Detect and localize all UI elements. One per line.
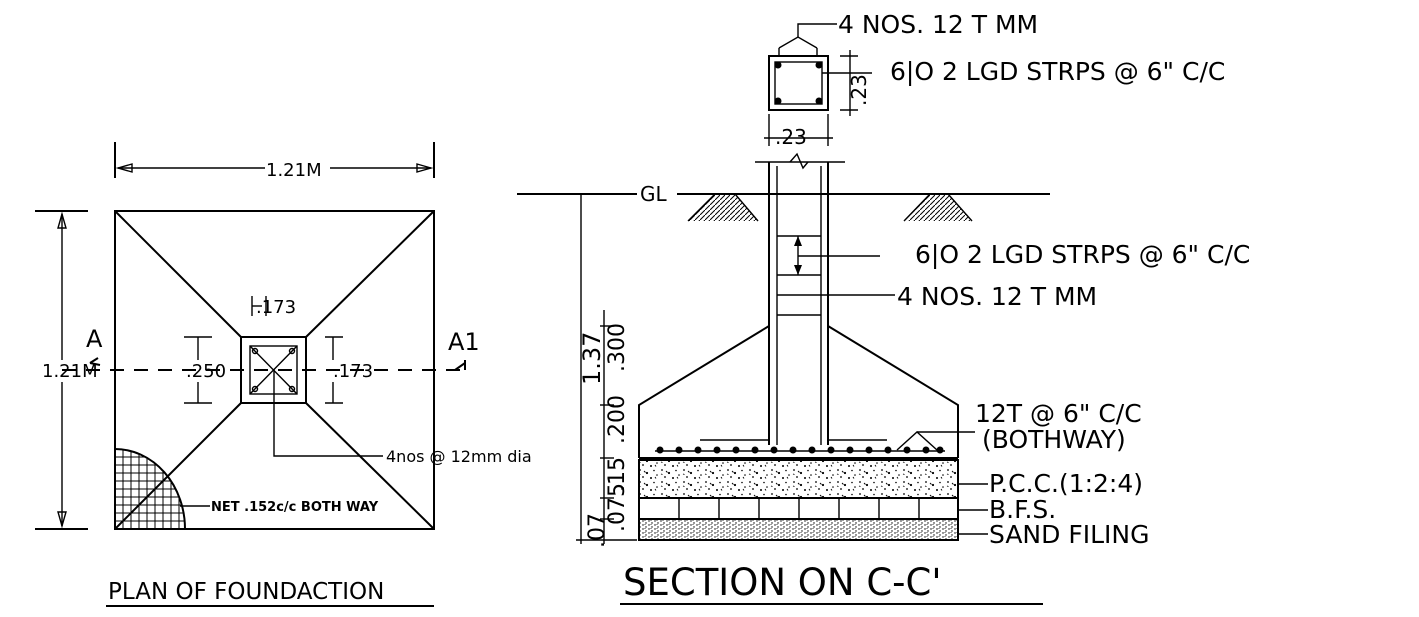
base-bars-note: (BOTHWAY)	[982, 425, 1126, 454]
sand-layer	[638, 518, 959, 541]
plan-height-dim: 1.21M	[42, 361, 98, 382]
pcc-layer	[638, 459, 959, 499]
column-right-dim: .173	[333, 361, 373, 382]
dim-075: .075	[605, 483, 630, 532]
base-bar-dots	[656, 446, 944, 454]
column-stirrups: 6|O 2 LGD STRPS @ 6" C/C	[890, 57, 1225, 86]
section-view: GL 6|O 2 LGD STRPS @ 6" C/C 4 NOS. 12 T …	[517, 152, 1250, 605]
base-bars-label: 12T @ 6" C/C	[975, 399, 1142, 428]
sand-label: SAND FILING	[989, 520, 1149, 549]
column-width-dim: .23	[775, 125, 807, 149]
depth-dim-total: 1.37	[578, 332, 606, 385]
column-cross-section: 4 NOS. 12 T MM 6|O 2 LGD STRPS @ 6" C/C …	[764, 10, 1225, 149]
column-top-dim: .173	[256, 297, 296, 318]
plan-net-note: NET .152c/c BOTH WAY	[211, 500, 379, 515]
column-main-bars: 4 NOS. 12 T MM	[838, 10, 1038, 39]
section-mark-left: A	[86, 325, 103, 353]
column-left-dim: .250	[186, 361, 226, 382]
bfs-label: B.F.S.	[989, 495, 1056, 524]
dim-07: .07	[585, 513, 610, 548]
plan-title: PLAN OF FOUNDACTION	[108, 579, 384, 605]
dim-300: .300	[605, 323, 630, 372]
plan-width-dim: 1.21M	[266, 160, 322, 181]
dim-15: .15	[605, 457, 630, 492]
section-title: SECTION ON C-C'	[623, 561, 942, 604]
section-stirrups: 6|O 2 LGD STRPS @ 6" C/C	[915, 240, 1250, 269]
plan-rebar-note: 4nos @ 12mm dia	[386, 447, 532, 466]
column-depth-dim: .23	[847, 74, 871, 106]
dim-200: .200	[605, 395, 630, 444]
section-main-bars: 4 NOS. 12 T MM	[897, 282, 1097, 311]
footing-trapezoid	[638, 325, 770, 458]
gl-label: GL	[640, 182, 667, 206]
plan-view: A A1 1.21M 1.21M .173 .250 .173 4nos	[35, 142, 532, 607]
pcc-label: P.C.C.(1:2:4)	[989, 469, 1143, 498]
section-mark-right: A1	[448, 328, 480, 356]
